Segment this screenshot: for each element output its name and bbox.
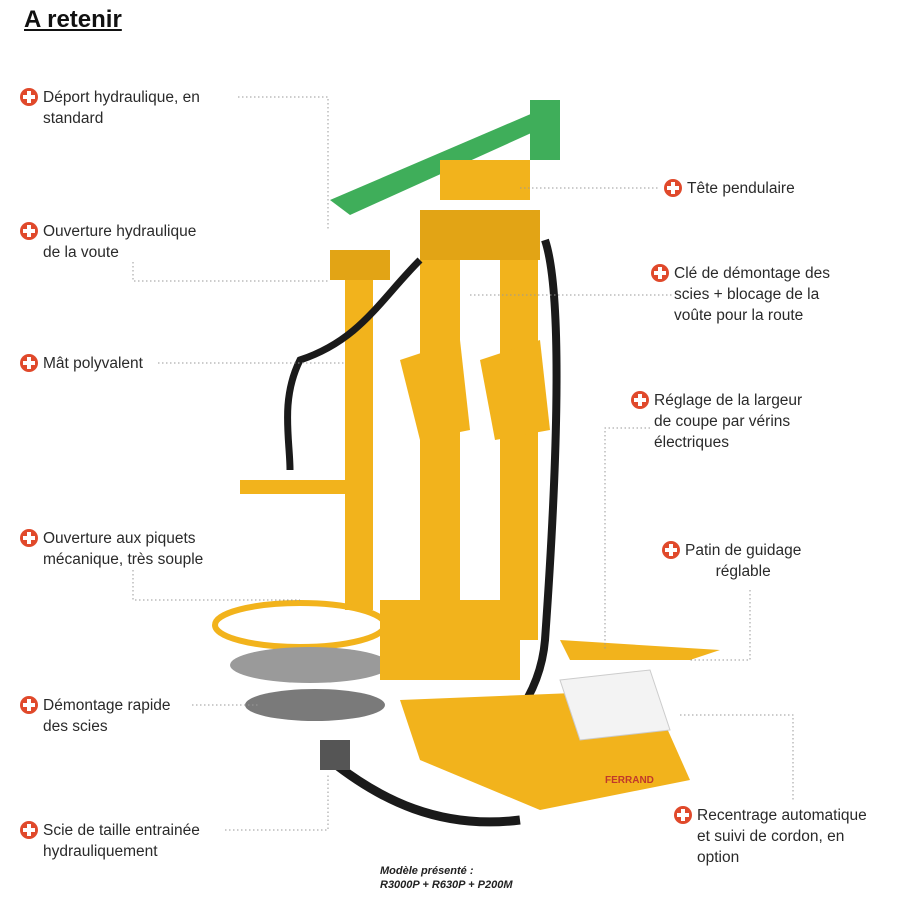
page-title: A retenir xyxy=(24,6,122,33)
plus-icon xyxy=(662,541,680,559)
feature-scie-taille: Scie de taille entrainée hydrauliquement xyxy=(20,820,200,862)
feature-cle-demontage: Clé de démontage des scies + blocage de … xyxy=(651,263,830,326)
plus-icon xyxy=(674,806,692,824)
feature-demontage-rapide: Démontage rapide des scies xyxy=(20,695,171,737)
plus-icon xyxy=(20,354,38,372)
plus-icon xyxy=(20,821,38,839)
plus-icon xyxy=(20,696,38,714)
feature-patin-guidage: Patin de guidage réglable xyxy=(662,540,801,582)
model-caption: Modèle présenté : R3000P + R630P + P200M xyxy=(380,865,513,891)
leader-lines xyxy=(132,96,794,831)
plus-icon xyxy=(20,88,38,106)
plus-icon xyxy=(20,529,38,547)
plus-icon xyxy=(651,264,669,282)
feature-ouverture-piquets: Ouverture aux piquets mécanique, très so… xyxy=(20,528,203,570)
plus-icon xyxy=(631,391,649,409)
feature-deport-hydraulique: Déport hydraulique, en standard xyxy=(20,87,200,129)
feature-reglage-largeur: Réglage de la largeur de coupe par vérin… xyxy=(631,390,802,453)
feature-ouverture-hydraulique: Ouverture hydraulique de la voute xyxy=(20,221,196,263)
plus-icon xyxy=(664,179,682,197)
feature-mat-polyvalent: Mât polyvalent xyxy=(20,353,143,374)
plus-icon xyxy=(20,222,38,240)
machine-image: FERRAND xyxy=(212,100,720,827)
brand-logo: FERRAND xyxy=(605,775,654,786)
feature-tete-pendulaire: Tête pendulaire xyxy=(664,178,795,199)
feature-recentrage: Recentrage automatique et suivi de cordo… xyxy=(674,805,867,868)
